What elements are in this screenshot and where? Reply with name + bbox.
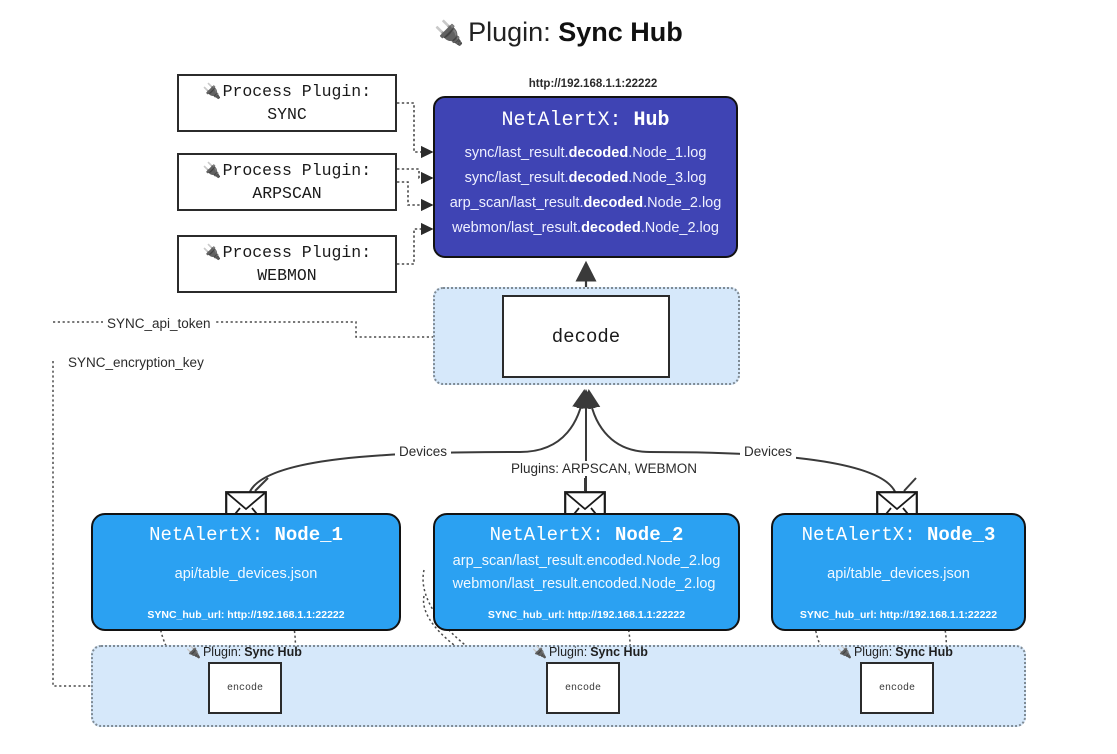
node-1-lines: api/table_devices.json (175, 563, 318, 586)
title-lead: Plugin: (468, 17, 551, 47)
plug-icon: 🔌 (837, 645, 852, 659)
encode-caption-1-lead: Plugin: (202, 645, 242, 659)
process-plugin-arpscan-label-row: 🔌Process Plugin: (203, 159, 371, 182)
node-3-title-name: Node_3 (927, 524, 996, 546)
encode-caption-3-name: Sync Hub (895, 645, 953, 659)
process-plugin-webmon-name: WEBMON (257, 266, 317, 285)
node-1-title: NetAlertX: Node_1 (149, 524, 343, 546)
node-1[interactable]: NetAlertX: Node_1 api/table_devices.json… (91, 513, 401, 631)
plug-icon: 🔌 (186, 645, 201, 659)
process-plugin-sync[interactable]: 🔌Process Plugin: SYNC (177, 74, 397, 132)
process-plugin-arpscan-label: Process Plugin: (222, 160, 372, 180)
hub-log-line: sync/last_result.decoded.Node_3.log (435, 166, 736, 191)
node-1-line: api/table_devices.json (174, 566, 318, 582)
encode-caption-2-lead: Plugin: (548, 645, 588, 659)
node-2-title-name: Node_2 (615, 524, 684, 546)
hub-node[interactable]: NetAlertX: Hub sync/last_result.decoded.… (433, 96, 738, 258)
page-title: 🔌Plugin: Sync Hub (0, 16, 1117, 49)
hub-title-name: Hub (633, 109, 670, 132)
edge-label-plugins-middle: Plugins: ARPSCAN, WEBMON (507, 461, 702, 476)
node-3-title-prefix: NetAlertX: (801, 524, 927, 546)
hub-log-1-mid: decoded (568, 145, 629, 161)
encode-caption-1-name: Sync Hub (244, 645, 302, 659)
hub-title-prefix: NetAlertX: (501, 109, 634, 132)
node-2-title-prefix: NetAlertX: (489, 524, 615, 546)
node-2-title: NetAlertX: Node_2 (490, 524, 684, 546)
node-1-title-name: Node_1 (274, 524, 343, 546)
hub-log-1-post: .Node_1.log (628, 145, 707, 161)
process-plugin-webmon[interactable]: 🔌Process Plugin: WEBMON (177, 235, 397, 293)
plug-icon: 🔌 (202, 242, 222, 261)
node-2-lines: arp_scan/last_result.encoded.Node_2.log … (453, 550, 721, 597)
hub-log-4-post: .Node_2.log (640, 219, 719, 236)
node-3-footer: SYNC_hub_url: http://192.168.1.1:22222 (799, 609, 998, 621)
node-3-title: NetAlertX: Node_3 (802, 524, 996, 546)
hub-log-4-mid: decoded (581, 219, 641, 236)
hub-log-3-post: .Node_2.log (643, 194, 722, 211)
encode-box-3[interactable]: encode (860, 662, 934, 714)
encode-box-1[interactable]: encode (208, 662, 282, 714)
hub-log-2-mid: decoded (568, 169, 629, 186)
title-name: Sync Hub (558, 17, 683, 47)
hub-url: http://192.168.1.1:22222 (528, 78, 658, 90)
plug-icon: 🔌 (434, 20, 465, 47)
node-1-title-prefix: NetAlertX: (149, 524, 275, 546)
process-plugin-arpscan[interactable]: 🔌Process Plugin: ARPSCAN (177, 153, 397, 211)
encode-caption-3: 🔌Plugin:Sync Hub (837, 645, 953, 659)
hub-title: NetAlertX: Hub (501, 109, 669, 132)
process-plugin-webmon-label: Process Plugin: (222, 242, 372, 262)
hub-log-line: webmon/last_result.decoded.Node_2.log (435, 216, 736, 241)
node-2-line: arp_scan/last_result.encoded.Node_2.log (452, 553, 721, 569)
hub-log-3-pre: arp_scan/last_result. (449, 194, 584, 211)
hub-log-line: arp_scan/last_result.decoded.Node_2.log (435, 191, 736, 216)
encode-caption-1: 🔌Plugin:Sync Hub (186, 645, 302, 659)
hub-log-2-post: .Node_3.log (628, 169, 707, 186)
hub-log-line: sync/last_result.decoded.Node_1.log (435, 141, 736, 166)
hub-log-4-pre: webmon/last_result. (452, 219, 582, 236)
hub-log-2-pre: sync/last_result. (464, 169, 569, 186)
decode-box[interactable]: decode (502, 295, 670, 378)
process-plugin-arpscan-name: ARPSCAN (252, 184, 322, 203)
edge-label-api-token: SYNC_api_token (103, 316, 215, 331)
process-plugin-sync-label-row: 🔌Process Plugin: (203, 80, 371, 103)
edge-label-devices-right: Devices (740, 444, 797, 459)
edge-label-encryption-key: SYNC_encryption_key (64, 355, 208, 370)
encode-caption-2-name: Sync Hub (590, 645, 648, 659)
plug-icon: 🔌 (202, 81, 222, 100)
encode-box-2[interactable]: encode (546, 662, 620, 714)
process-plugin-sync-name: SYNC (267, 105, 307, 124)
node-3-line: api/table_devices.json (827, 566, 970, 582)
node-3-lines: api/table_devices.json (827, 563, 970, 586)
process-plugin-webmon-label-row: 🔌Process Plugin: (203, 241, 371, 264)
encode-caption-3-lead: Plugin: (853, 645, 893, 659)
hub-log-3-mid: decoded (583, 194, 644, 211)
node-3[interactable]: NetAlertX: Node_3 api/table_devices.json… (771, 513, 1026, 631)
edge-label-devices-left: Devices (395, 444, 452, 459)
process-plugin-sync-label: Process Plugin: (222, 81, 372, 101)
node-2-footer: SYNC_hub_url: http://192.168.1.1:22222 (487, 609, 686, 621)
plug-icon: 🔌 (202, 160, 222, 179)
plug-icon: 🔌 (532, 645, 547, 659)
hub-log-1-pre: sync/last_result. (464, 145, 569, 161)
node-2-line: webmon/last_result.encoded.Node_2.log (452, 576, 716, 593)
node-1-footer: SYNC_hub_url: http://192.168.1.1:22222 (147, 609, 345, 621)
node-2[interactable]: NetAlertX: Node_2 arp_scan/last_result.e… (433, 513, 740, 631)
encode-caption-2: 🔌Plugin:Sync Hub (532, 645, 648, 659)
